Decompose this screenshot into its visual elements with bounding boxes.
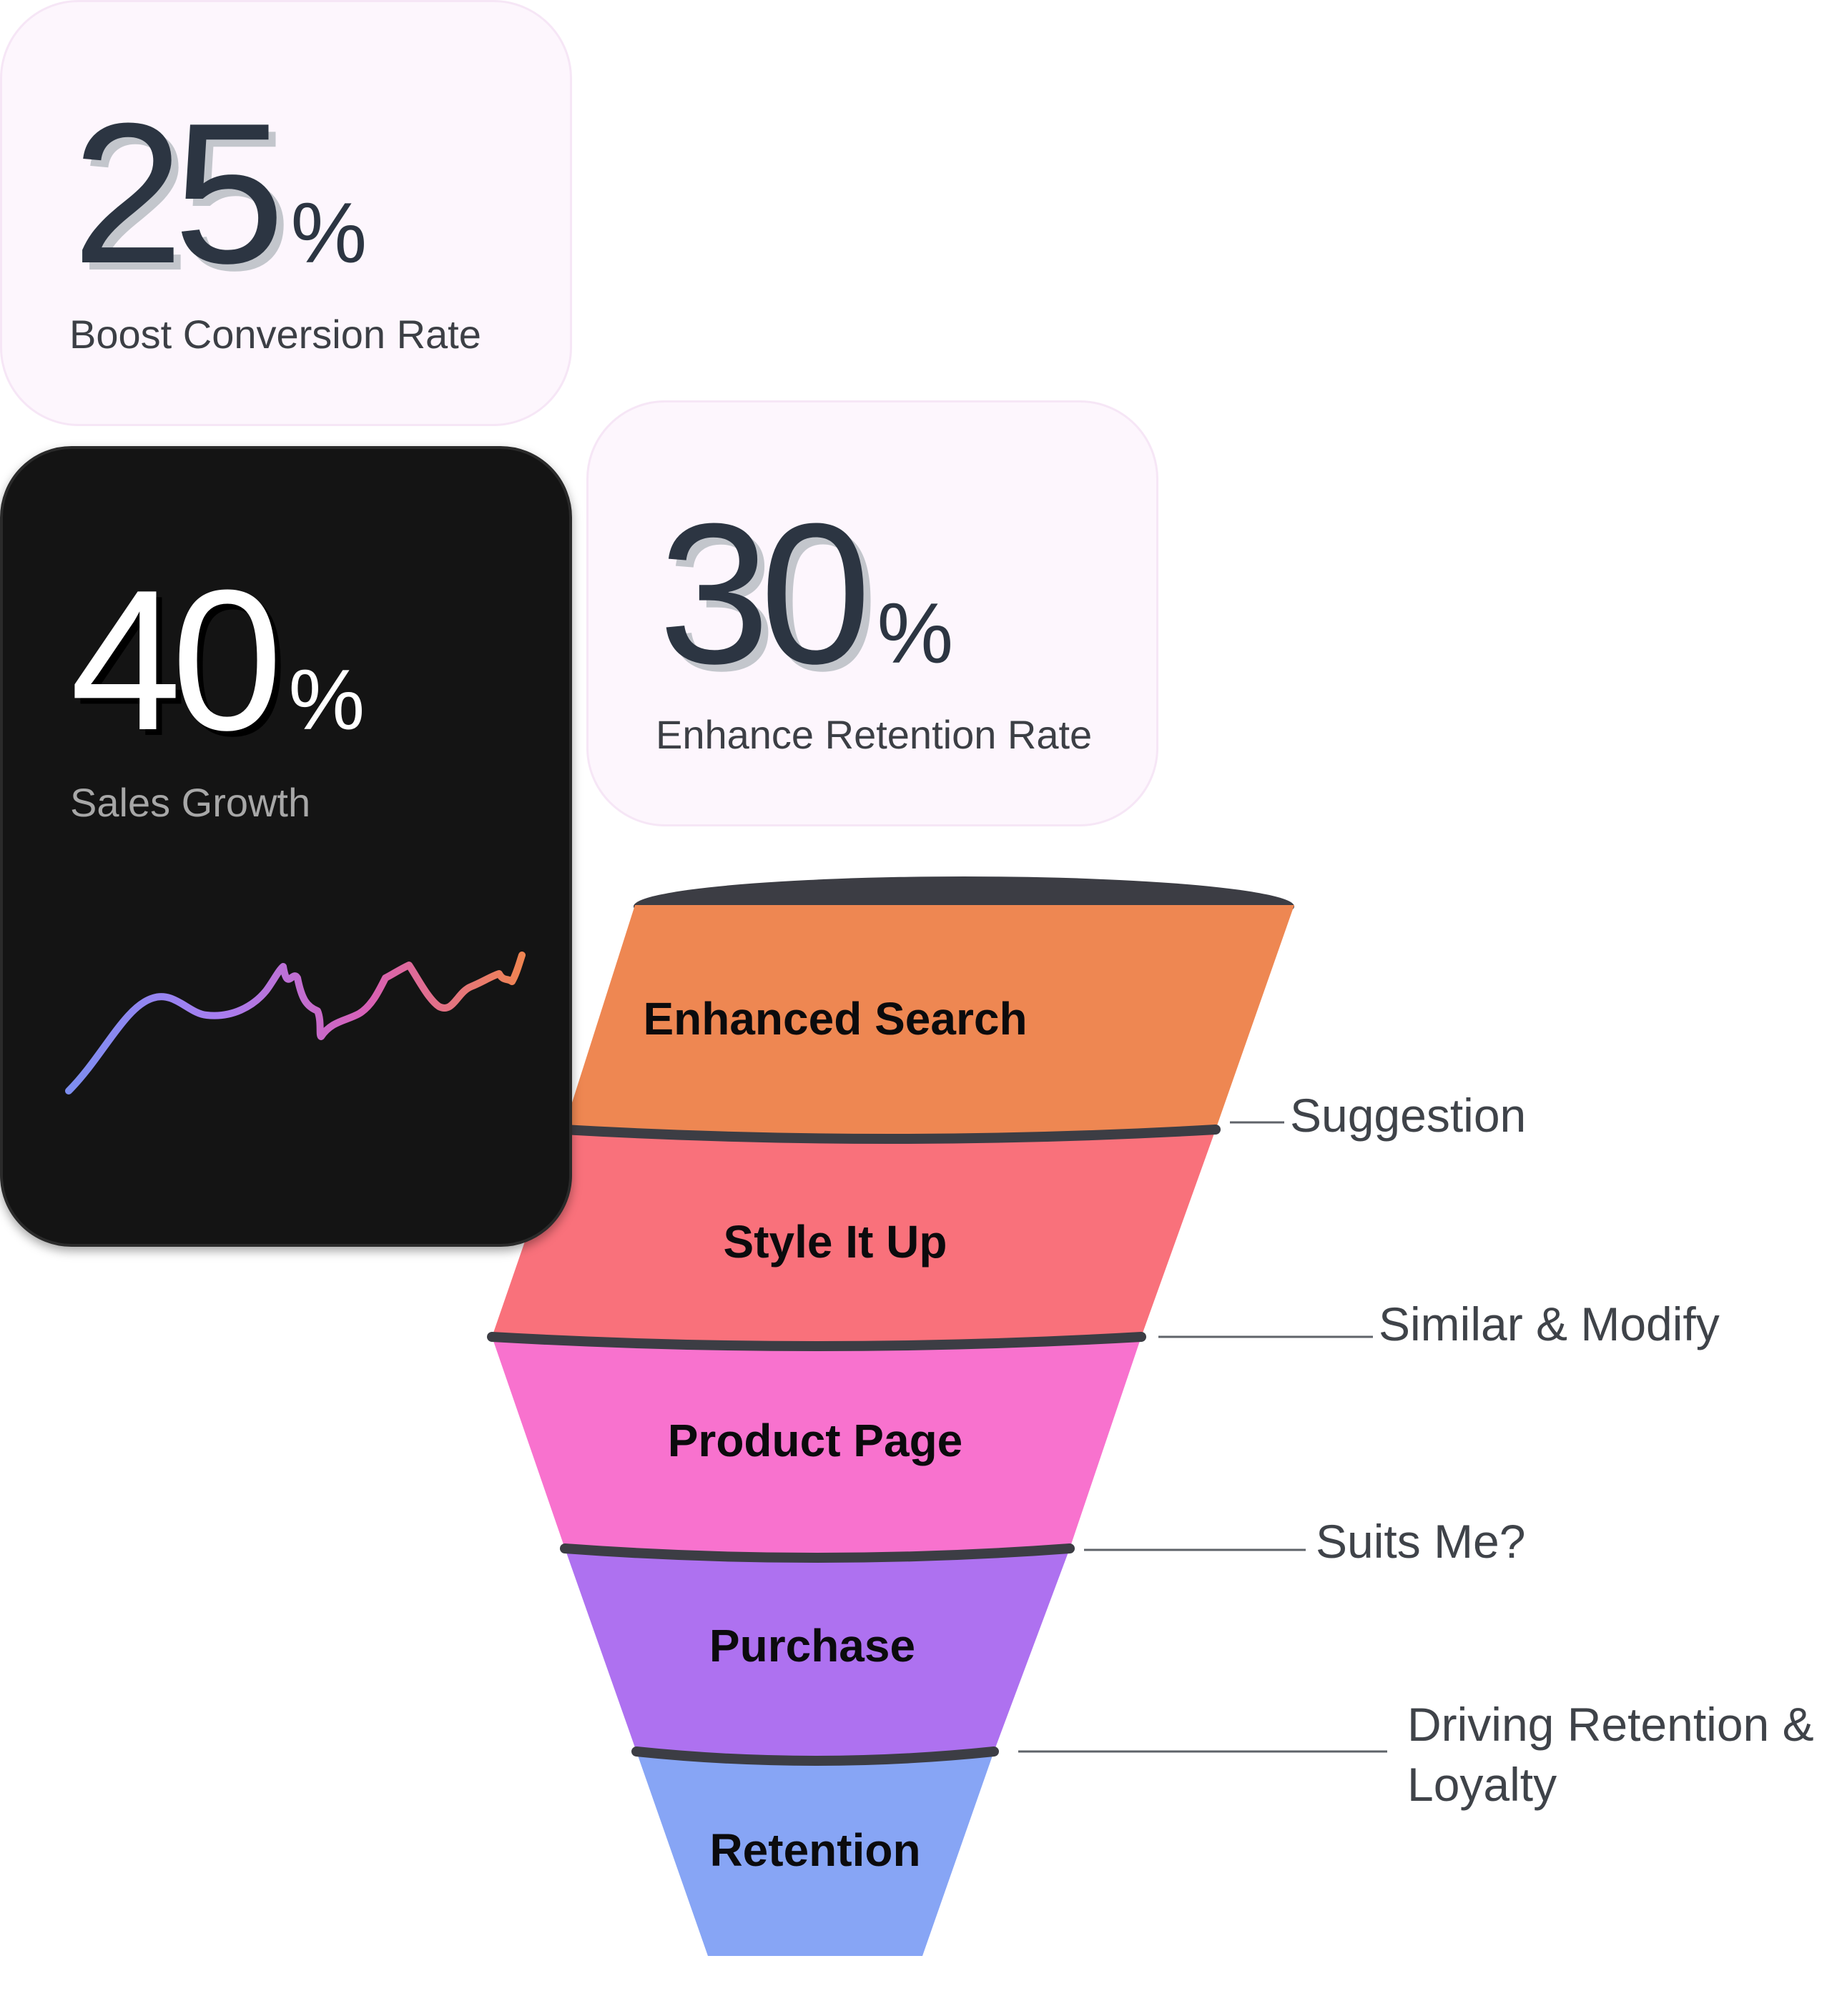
transition-label-similar-modify: Similar & Modify <box>1379 1298 1720 1350</box>
transition-label-suits-me: Suits Me? <box>1316 1515 1526 1568</box>
funnel-stage-product-page <box>492 1337 1141 1557</box>
stage-label-style-it-up: Style It Up <box>723 1216 947 1268</box>
stage-label-product-page: Product Page <box>667 1415 963 1466</box>
funnel-divider-2 <box>487 1332 1146 1351</box>
sparkline-path <box>65 952 526 1095</box>
stat-number: 30 <box>659 483 871 706</box>
stat-percent-sign: % <box>290 185 368 281</box>
stat-percent-sign: % <box>288 652 365 748</box>
stage-label-retention: Retention <box>709 1824 921 1876</box>
stat-number: 25 <box>72 82 285 305</box>
stat-label-conversion: Boost Conversion Rate <box>69 312 481 357</box>
funnel-stage-style-it-up <box>492 1130 1216 1345</box>
funnel-divider-4 <box>631 1746 999 1766</box>
stat-label-retention: Enhance Retention Rate <box>656 712 1093 757</box>
funnel-divider-3 <box>560 1543 1075 1563</box>
stat-card-retention: 30% Enhance Retention Rate <box>586 400 1158 826</box>
transition-label-suggestion: Suggestion <box>1290 1089 1527 1142</box>
stat-value-sales-growth: 40% <box>70 560 365 761</box>
stat-value-retention: 30% <box>659 494 953 694</box>
stat-card-sales-growth: 40% Sales Growth <box>0 446 572 1247</box>
funnel-stage-retention <box>636 1751 994 1956</box>
sales-growth-sparkline <box>65 952 526 1095</box>
transition-label-driving-retention: Driving Retention & Loyalty <box>1407 1698 1814 1811</box>
stage-label-purchase: Purchase <box>709 1620 916 1671</box>
stat-percent-sign: % <box>877 585 954 681</box>
stat-label-sales-growth: Sales Growth <box>70 780 311 825</box>
stat-card-conversion: 25% Boost Conversion Rate <box>0 0 572 426</box>
stat-number: 40 <box>70 549 282 772</box>
funnel-stage-purchase <box>565 1548 1070 1760</box>
funnel-divider-1 <box>558 1125 1221 1144</box>
funnel-stage-enhanced-search <box>563 905 1294 1138</box>
stat-value-conversion: 25% <box>72 94 367 294</box>
stage-label-enhanced-search: Enhanced Search <box>643 993 1028 1044</box>
